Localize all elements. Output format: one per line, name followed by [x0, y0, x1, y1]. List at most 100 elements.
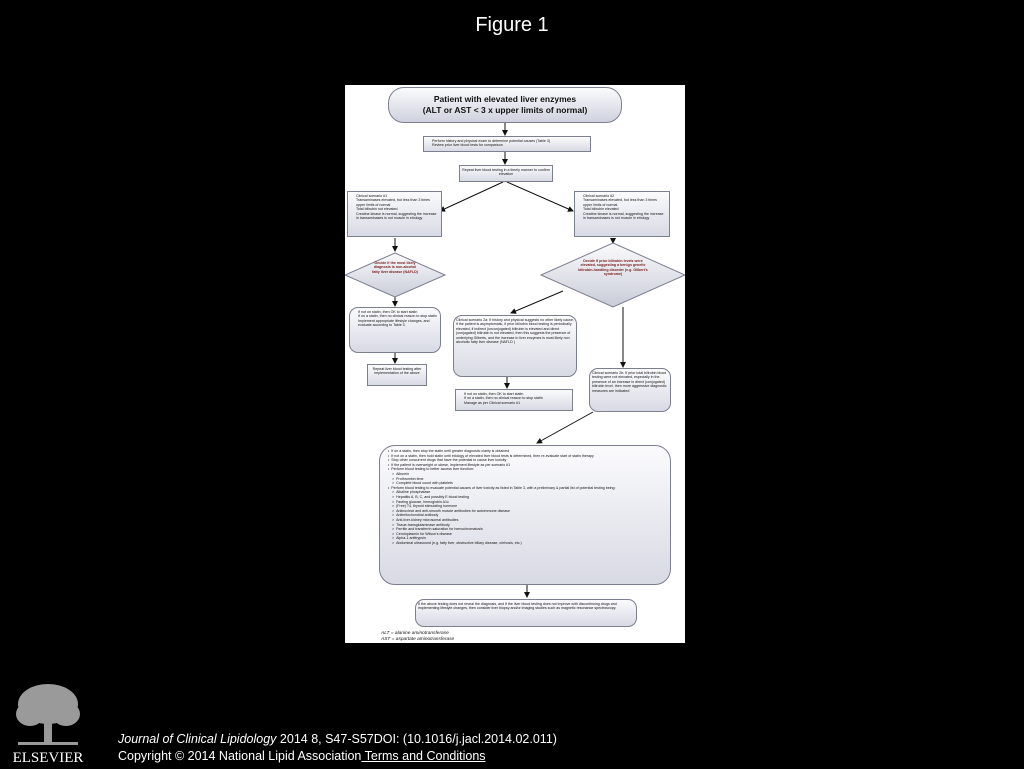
scenario1-item: Clinical scenario #1	[356, 194, 439, 199]
scenario1-item: Transaminases elevated, but less than 3 …	[356, 198, 439, 207]
journal-name: Journal of Clinical Lipidology	[118, 732, 277, 746]
next-steps-bullet: >	[392, 517, 395, 522]
next-steps-bullet: >	[392, 481, 395, 486]
elsevier-tree-icon: ELSEVIER	[13, 684, 84, 766]
next-steps-text: Prothrombin time	[396, 476, 424, 481]
next-steps-item: •If the patient is overweight or obese, …	[388, 463, 662, 468]
next-steps-box: •If on a statin, then stop the statin un…	[379, 445, 671, 585]
next-steps-item: >Ceruloplasmin for Wilson's disease	[388, 532, 662, 537]
next-steps-text: Tissue-transglutaminase antibody	[396, 522, 450, 527]
header-line2: (ALT or AST < 3 x upper limits of normal…	[422, 105, 588, 115]
start-header-box: Patient with elevated liver enzymes (ALT…	[388, 87, 622, 123]
scenario2-item: Creatine kinase is normal, suggesting th…	[583, 212, 667, 221]
scenario2-item: Clinical scenario #2	[583, 194, 667, 199]
next-steps-bullet: •	[388, 467, 390, 472]
abbreviation-legend: ALT = alanine aminotransferase AST = asp…	[381, 631, 454, 642]
final-box: If the above testing does not reveal the…	[415, 599, 637, 627]
next-steps-bullet: >	[392, 508, 395, 513]
logo-text: ELSEVIER	[13, 750, 84, 764]
next-steps-text: Alkaline phosphatase	[396, 490, 431, 495]
next-steps-item: •Perform blood testing to evaluate poten…	[388, 486, 662, 491]
flowchart-panel: Patient with elevated liver enzymes (ALT…	[345, 85, 685, 643]
next-steps-item: >Fasting glucose, hemoglobin A1c	[388, 500, 662, 505]
scenario2-item: Transaminases elevated, but less than 3 …	[583, 198, 667, 207]
next-steps-bullet: >	[392, 499, 395, 504]
statin2a-item: If not on statin, then OK to start stati…	[464, 392, 570, 397]
next-steps-bullet: >	[392, 504, 395, 509]
next-steps-item: >Antinuclear and anti-smooth muscle anti…	[388, 509, 662, 514]
scenario1-box: Clinical scenario #1 Transaminases eleva…	[347, 191, 442, 237]
next-steps-item: •If not on a statin, then hold statin un…	[388, 454, 662, 459]
next-steps-text: Anti-liver-kidney microsomal antibodies	[396, 517, 459, 522]
arrow-decision2-scenario2a	[510, 290, 564, 314]
next-steps-bullet: >	[392, 476, 395, 481]
scenario2-box: Clinical scenario #2 Transaminases eleva…	[574, 191, 670, 237]
next-steps-item: >Tissue-transglutaminase antibody	[388, 523, 662, 528]
statin1-item: If not on statin, then OK to start stati…	[358, 310, 438, 315]
scenario1-item: Total bilirubin not elevated	[356, 207, 439, 212]
next-steps-text: Hepatitis A, B, C, and possibly E blood …	[396, 494, 470, 499]
next-steps-text: Alpha-1 antitrypsin	[396, 536, 426, 541]
repeat-testing-box: Repeat liver blood testing in a timely m…	[459, 165, 553, 182]
next-steps-text: Stop other concurrent drugs that have th…	[391, 458, 507, 463]
figure-title: Figure 1	[475, 14, 549, 36]
citation-line: Journal of Clinical Lipidology 2014 8, S…	[118, 731, 557, 748]
step1-item: Perform history and physical exam to det…	[432, 139, 588, 144]
history-exam-box: Perform history and physical exam to det…	[423, 136, 591, 152]
next-steps-item: >Ferritin and transferrin saturation for…	[388, 527, 662, 532]
citation-details: 2014 8, S47-S57DOI: (10.1016/j.jacl.2014…	[276, 732, 557, 746]
next-steps-text: If not on a statin, then hold statin unt…	[391, 453, 594, 458]
statin1-item: If on a statin, then no clinical reason …	[358, 314, 438, 319]
statin2a-item: If on a statin, then no clinical reason …	[464, 396, 570, 401]
next-steps-text: Albumin	[396, 471, 410, 476]
next-steps-item: >Hepatitis A, B, C, and possibly E blood…	[388, 495, 662, 500]
next-steps-item: >Complete blood count with platelets	[388, 481, 662, 486]
next-steps-bullet: •	[388, 449, 390, 453]
next-steps-item: •If on a statin, then stop the statin un…	[388, 449, 662, 454]
next-steps-item: >Abdominal ultrasound (e.g. fatty liver,…	[388, 541, 662, 546]
arrow-step2-scenario1	[439, 181, 504, 212]
next-steps-item: >Alkaline phosphatase	[388, 490, 662, 495]
next-steps-bullet: •	[388, 485, 390, 490]
citation-block: Journal of Clinical Lipidology 2014 8, S…	[118, 731, 557, 765]
scenario2a-box: Clinical scenario 2a: If history and phy…	[453, 315, 577, 377]
statin-advice-box: If not on statin, then OK to start stati…	[349, 307, 441, 353]
statin2a-box: If not on statin, then OK to start stati…	[455, 389, 573, 411]
copyright-text: Copyright © 2014 National Lipid Associat…	[118, 749, 362, 763]
next-steps-text: Perform blood testing to better access l…	[391, 467, 474, 472]
next-steps-bullet: >	[392, 540, 395, 545]
next-steps-text: Antinuclear and anti-smooth muscle antib…	[396, 508, 510, 513]
step1-item: Review prior liver blood tests for compa…	[432, 143, 588, 148]
flowchart-connectors	[345, 123, 685, 598]
terms-link[interactable]: Terms and Conditions	[361, 749, 486, 763]
next-steps-bullet: •	[388, 453, 390, 458]
next-steps-bullet: >	[392, 527, 395, 532]
next-steps-bullet: •	[388, 462, 390, 467]
scenario2b-box: Clinical scenario 2b: If prior total bil…	[589, 368, 671, 412]
legend-ast: AST = aspartate aminotransferase	[381, 636, 455, 642]
next-steps-bullet: >	[392, 522, 395, 527]
next-steps-bullet: >	[392, 513, 395, 518]
legend-alt: ALT = alanine aminotransferase	[381, 631, 449, 636]
next-steps-item: >Albumin	[388, 472, 662, 477]
elsevier-logo: ELSEVIER	[8, 680, 88, 766]
next-steps-text: Ferritin and transferrin saturation for …	[396, 527, 483, 532]
next-steps-bullet: •	[388, 458, 390, 463]
decision1-text: Decide if the most likely diagnosis is n…	[372, 261, 418, 274]
decision2-text: Decide if prior bilirubin levels were el…	[578, 259, 648, 277]
next-steps-bullet: >	[392, 531, 395, 536]
next-steps-item: >Antimitochondrial antibody	[388, 513, 662, 518]
next-steps-item: >Anti-liver-kidney microsomal antibodies	[388, 518, 662, 523]
next-steps-item: •Stop other concurrent drugs that have t…	[388, 458, 662, 463]
repeat-after-box: Repeat liver blood testing after impleme…	[367, 364, 427, 386]
statin1-item: Implement appropriate lifestyle changes,…	[358, 319, 438, 328]
next-steps-text: Abdominal ultrasound (e.g. fatty liver, …	[396, 540, 522, 545]
next-steps-bullet: >	[392, 471, 395, 476]
next-steps-text: If on a statin, then stop the statin unt…	[391, 449, 510, 453]
arrow-scenario2b-bigbox	[536, 411, 594, 444]
copyright-line: Copyright © 2014 National Lipid Associat…	[118, 748, 557, 765]
next-steps-item: >(Free) T4, thyroid stimulating hormone	[388, 504, 662, 509]
next-steps-text: (Free) T4, thyroid stimulating hormone	[396, 504, 458, 509]
header-line1: Patient with elevated liver enzymes	[433, 94, 577, 104]
next-steps-text: Antimitochondrial antibody	[396, 513, 439, 518]
